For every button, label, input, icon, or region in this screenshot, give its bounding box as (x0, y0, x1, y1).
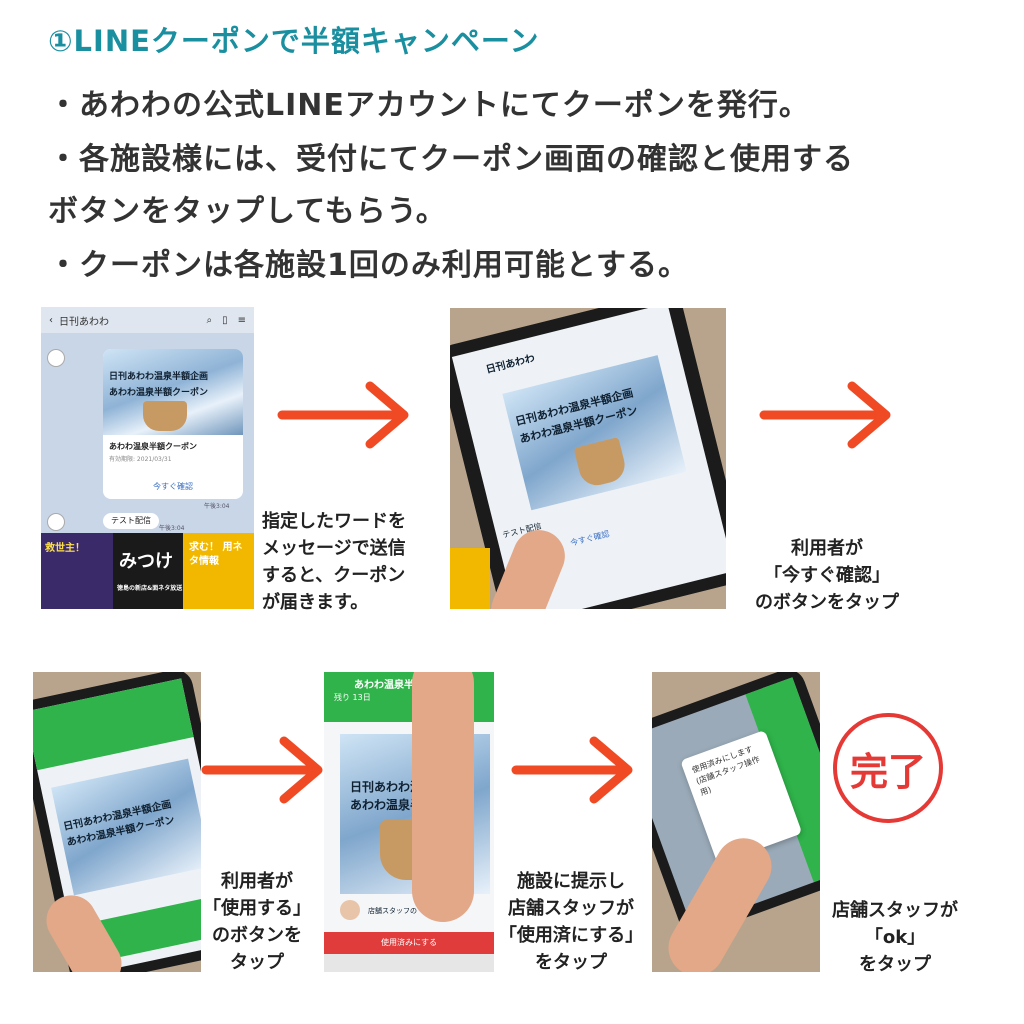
step2-photo: 日刊あわわ 日刊あわわ温泉半額企画 あわわ温泉半額クーポン テスト配信 今すぐ確… (450, 308, 726, 609)
message-time: 午後3:04 (204, 503, 230, 510)
header-strip (33, 678, 194, 771)
screen-title: 日刊あわわ (484, 353, 537, 376)
coupon-card: 日刊あわわ温泉半額企画 あわわ温泉半額クーポン あわわ温泉半額クーポン 有効期限… (103, 349, 243, 499)
arrow-right-icon (759, 381, 891, 449)
coupon-image-line1: 日刊あわわ温泉半額企画 (109, 372, 209, 382)
step1-chat-screenshot: ‹ 日刊あわわ ⌕ ▯ ≡ 日刊あわわ温泉半額企画 あわわ温泉半額クーポン あわ… (41, 307, 254, 609)
dialog-text: 使用済みにします(店舗スタッフ操作用) (690, 744, 761, 798)
step4-caption: 施設に提示し 店舗スタッフが 「使用済にする」 をタップ (498, 871, 644, 973)
page-title: ①LINEクーポンで半額キャンペーン (48, 24, 540, 58)
chat-header: ‹ 日刊あわわ ⌕ ▯ ≡ (41, 307, 254, 333)
bullet-1: ・あわわの公式LINEアカウントにてクーポンを発行。 (48, 88, 810, 123)
check-now-button: 今すぐ確認 (569, 529, 611, 548)
arrow-right-icon (277, 381, 409, 449)
search-icon: ⌕ (206, 314, 213, 326)
staff-avatar (340, 900, 360, 920)
bullet-2-continued: ボタンをタップしてもらう。 (48, 194, 447, 229)
banner-savior: 救世主！ (41, 533, 113, 609)
banner-request: 求む！ 用ネタ情報 (183, 533, 254, 609)
step5-caption: 店舗スタッフが 「ok」 をタップ (832, 900, 958, 975)
coupon-image-line2: あわわ温泉半額クーポン (109, 388, 209, 398)
phone: 日刊あわわ 日刊あわわ温泉半額企画 あわわ温泉半額クーポン テスト配信 今すぐ確… (450, 308, 726, 609)
arrow-right-icon (511, 736, 633, 804)
menu-icon: ≡ (237, 314, 246, 326)
step5-photo: 使用済みにします(店舗スタッフ操作用) (652, 672, 820, 972)
remaining-days: 残り 13日 (334, 693, 371, 702)
banner-mitsuke: みつけ 徳島の新店&面ネタ放送 (113, 533, 183, 609)
nav-bar (324, 954, 494, 972)
coupon-image: 日刊あわわ温泉半額企画 あわわ温泉半額クーポン (103, 349, 243, 435)
header-text: あわわ温泉半 (354, 680, 414, 691)
back-chevron-icon: ‹ (49, 314, 53, 326)
note-icon: ▯ (222, 314, 228, 326)
user-avatar (47, 513, 65, 531)
staff-note: 店舗スタッフの (368, 907, 417, 915)
bot-avatar (47, 349, 65, 367)
phone-screen: 日刊あわわ 日刊あわわ温泉半額企画 あわわ温泉半額クーポン テスト配信 今すぐ確… (451, 308, 726, 609)
step4-photo: あわわ温泉半 残り 13日 日刊あわわ温泉半 あわわ温泉半額 店舗スタッフの 使… (324, 672, 494, 972)
arrow-right-icon (201, 736, 323, 804)
check-now-button: 今すぐ確認 (153, 482, 193, 491)
mark-used-button[interactable]: 使用済みにする (324, 932, 494, 954)
step1-caption: 指定したワードを メッセージで送信 すると、クーポン が届きます。 (262, 511, 406, 613)
bullet-2: ・各施設様には、受付にてクーポン画面の確認と使用する (48, 142, 854, 177)
step2-caption: 利用者が 「今すぐ確認」 のボタンをタップ (755, 538, 899, 613)
step3-photo: 日刊あわわ温泉半額企画 あわわ温泉半額クーポン (33, 672, 201, 972)
coupon-name: あわわ温泉半額クーポン (109, 442, 197, 451)
chat-title: 日刊あわわ (59, 316, 109, 328)
bullet-3: ・クーポンは各施設1回のみ利用可能とする。 (48, 248, 689, 283)
coupon-expiry: 有効期限: 2021/03/31 (109, 456, 172, 463)
step3-caption: 利用者が 「使用する」 のボタンを タップ (203, 871, 311, 973)
wooden-tub-image (143, 401, 187, 431)
user-message-time: 午後3:04 (159, 525, 185, 532)
finger (412, 672, 474, 922)
done-stamp: 完了 (833, 713, 943, 823)
banner-fragment (450, 548, 490, 609)
user-message: テスト配信 (103, 513, 159, 529)
